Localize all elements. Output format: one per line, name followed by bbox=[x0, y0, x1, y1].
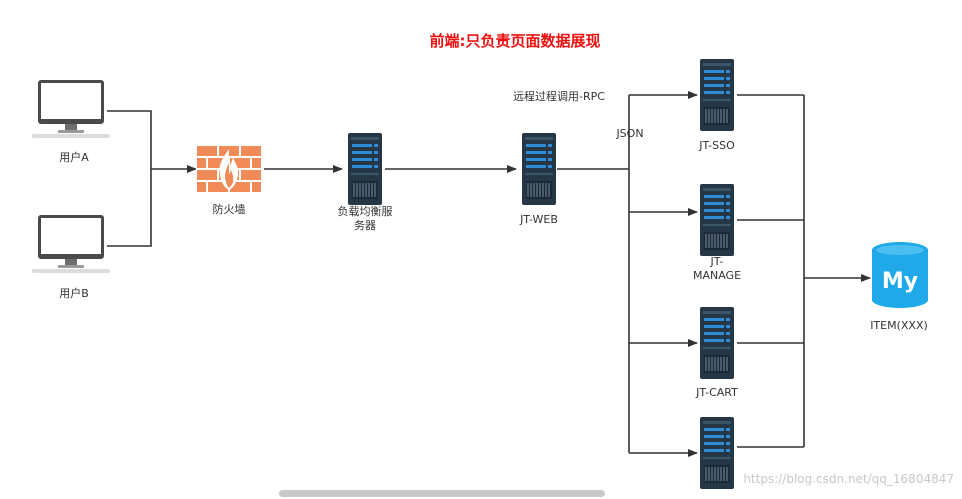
label-user-a: 用户A bbox=[59, 151, 89, 164]
jt-cart-server-icon bbox=[699, 306, 735, 380]
database-icon: My bbox=[872, 242, 928, 308]
jt-sso-server-icon bbox=[699, 58, 735, 132]
monitor-icon bbox=[32, 80, 110, 138]
jt-web-server-icon bbox=[521, 132, 557, 206]
label-user-b: 用户B bbox=[59, 287, 89, 300]
edge-usera-to-firewall bbox=[107, 110, 197, 173]
monitor-icon bbox=[32, 215, 110, 273]
fifth-server-icon bbox=[699, 416, 735, 490]
label-jt-sso: JT-SSO bbox=[699, 139, 735, 152]
database-logo-text: My bbox=[882, 269, 918, 294]
label-jt-manage: JT-MANAGE bbox=[692, 255, 742, 282]
label-jt-cart: JT-CART bbox=[696, 386, 738, 399]
watermark: https://blog.csdn.net/qq_16804847 bbox=[743, 472, 954, 486]
load-balancer-server-icon bbox=[347, 132, 383, 206]
label-json: JSON bbox=[616, 127, 644, 140]
label-firewall: 防火墙 bbox=[212, 203, 246, 216]
label-database: ITEM(XXX) bbox=[870, 319, 928, 332]
jt-manage-server-icon bbox=[699, 183, 735, 257]
firewall-icon bbox=[196, 145, 262, 193]
horizontal-scrollbar[interactable] bbox=[279, 490, 605, 497]
diagram-title: 前端:只负责页面数据展现 bbox=[429, 32, 601, 50]
label-rpc: 远程过程调用-RPC bbox=[513, 90, 605, 103]
edge-userb-to-firewall bbox=[107, 169, 152, 247]
label-load-balancer: 负载均衡服务器 bbox=[337, 205, 393, 232]
connector-lines bbox=[107, 91, 871, 457]
label-jt-web: JT-WEB bbox=[520, 213, 558, 226]
